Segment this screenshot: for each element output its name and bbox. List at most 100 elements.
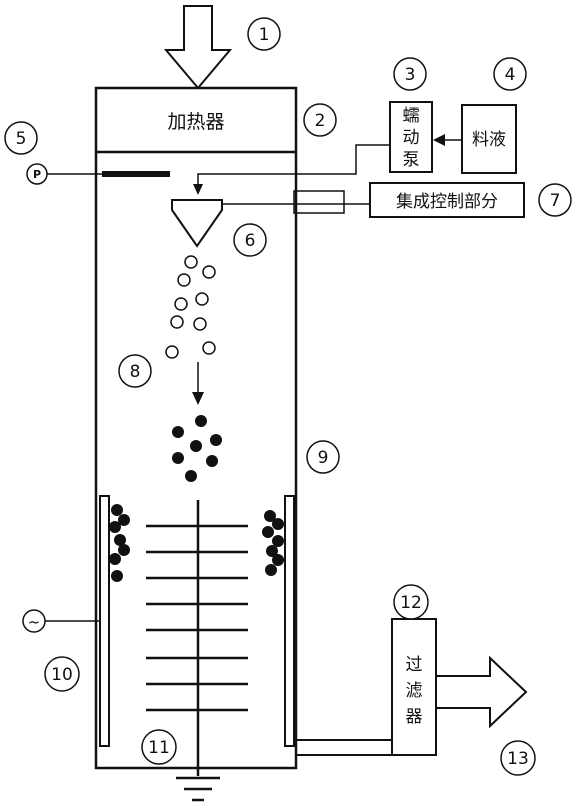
particle [195,415,207,427]
callout-11-circle [141,729,177,765]
callout-3-circle [393,57,427,91]
inlet-arrow [163,5,233,90]
wall-feedthrough [293,190,345,214]
peristaltic-pump-box [389,101,433,173]
callout-6-number: 6 [245,231,256,251]
particle [272,554,284,566]
pump-label-line-3: 泵 [403,150,420,170]
ac-source-symbol: ~ [28,613,41,631]
droplet [177,273,191,287]
particle [272,518,284,530]
particle [262,526,274,538]
droplet [170,315,184,329]
filter-label-line-1: 过 [406,655,423,675]
feed-liquid-label: 料液 [472,130,506,150]
callout-4: 4 [493,57,527,91]
particle [185,470,197,482]
particle [272,535,284,547]
callout-4-number: 4 [505,65,516,85]
particle [190,440,202,452]
callout-8-circle [118,354,152,388]
droplet [174,297,188,311]
particle [265,564,277,576]
particle [111,504,123,516]
callout-5-number: 5 [16,129,27,149]
filter-label-line-2: 滤 [406,681,423,701]
callout-10: 10 [44,656,80,692]
particle [206,455,218,467]
callout-9-number: 9 [318,448,329,468]
callout-3: 3 [393,57,427,91]
particle [266,545,278,557]
particle [172,426,184,438]
callout-2: 2 [303,103,337,137]
callout-9-circle [306,440,340,474]
collected-particles-left [109,504,130,582]
callout-13: 13 [500,740,536,776]
particle [114,534,126,546]
callout-13-circle [500,740,536,776]
droplet [202,341,216,355]
callout-11: 11 [141,729,177,765]
particle [118,544,130,556]
particle [264,510,276,522]
callout-3-number: 3 [405,65,416,85]
feed-to-pump-arrowhead [433,134,445,146]
callout-1-circle [247,17,281,51]
callout-11-number: 11 [148,738,170,758]
heater-label: 加热器 [167,111,224,133]
filter-label-line-3: 器 [406,707,423,727]
left-collector-plate [99,495,110,747]
particle [111,570,123,582]
callout-7: 7 [538,183,572,217]
liquid-droplets [165,255,216,359]
collected-particles-right [262,510,284,576]
particle [109,521,121,533]
spray-nozzle [171,199,223,248]
callout-5: 5 [4,121,38,155]
callout-1: 1 [247,17,281,51]
control-unit-box [369,182,525,218]
callout-2-circle [303,103,337,137]
callout-4-circle [493,57,527,91]
particle [118,514,130,526]
callout-2-number: 2 [315,111,326,131]
pressure-sensor-symbol: P [33,168,41,181]
pump-to-nozzle-arrowhead [193,184,203,195]
right-collector-plate [284,495,295,747]
callout-12-circle [393,584,429,620]
callout-7-circle [538,183,572,217]
callout-12: 12 [393,584,429,620]
droplet [184,255,198,269]
droplet [165,345,179,359]
droplet [193,317,207,331]
chamber-body [94,86,298,770]
callout-6: 6 [233,223,267,257]
callout-7-number: 7 [550,191,561,211]
dried-particles [172,415,222,482]
droplet [195,292,209,306]
control-unit-label: 集成控制部分 [396,192,498,212]
callout-12-number: 12 [400,593,422,613]
pressure-sensor-probe [102,171,170,177]
droplet [202,265,216,279]
callout-1-number: 1 [259,25,270,45]
drying-arrow-head [192,392,204,405]
pump-label-line-1: 蠕 [403,106,420,126]
callout-13-number: 13 [507,749,529,769]
particle [210,434,222,446]
callout-5-circle [4,121,38,155]
callout-6-circle [233,223,267,257]
particle [172,452,184,464]
pump-to-nozzle-line [197,144,390,186]
callout-9: 9 [306,440,340,474]
callout-10-number: 10 [51,665,73,685]
exhaust-arrow [435,655,528,729]
ground-icon [176,776,220,802]
particle [109,553,121,565]
outlet-pipe [296,739,393,756]
callout-8-number: 8 [130,362,141,382]
comb-electrode [146,500,248,776]
callout-8: 8 [118,354,152,388]
